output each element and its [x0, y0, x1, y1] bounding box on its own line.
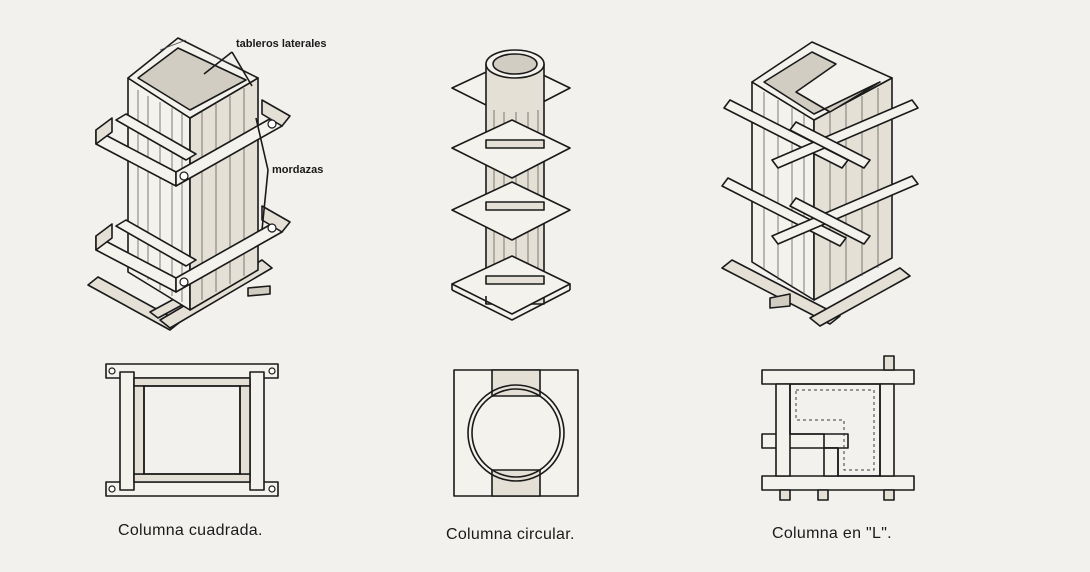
caption-l-column: Columna en "L". [772, 525, 892, 542]
l-column-iso [721, 41, 919, 327]
square-column-plan [105, 363, 279, 497]
caption-circular-column: Columna circular. [446, 526, 575, 543]
caption-square-column: Columna cuadrada. [118, 522, 263, 539]
circular-column-plan [453, 369, 579, 497]
circular-column-iso [451, 49, 571, 321]
l-column-plan [761, 355, 915, 501]
callout-tableros-laterales: tableros laterales [236, 38, 327, 50]
callout-mordazas: mordazas [272, 164, 324, 176]
square-column-iso [87, 37, 291, 331]
